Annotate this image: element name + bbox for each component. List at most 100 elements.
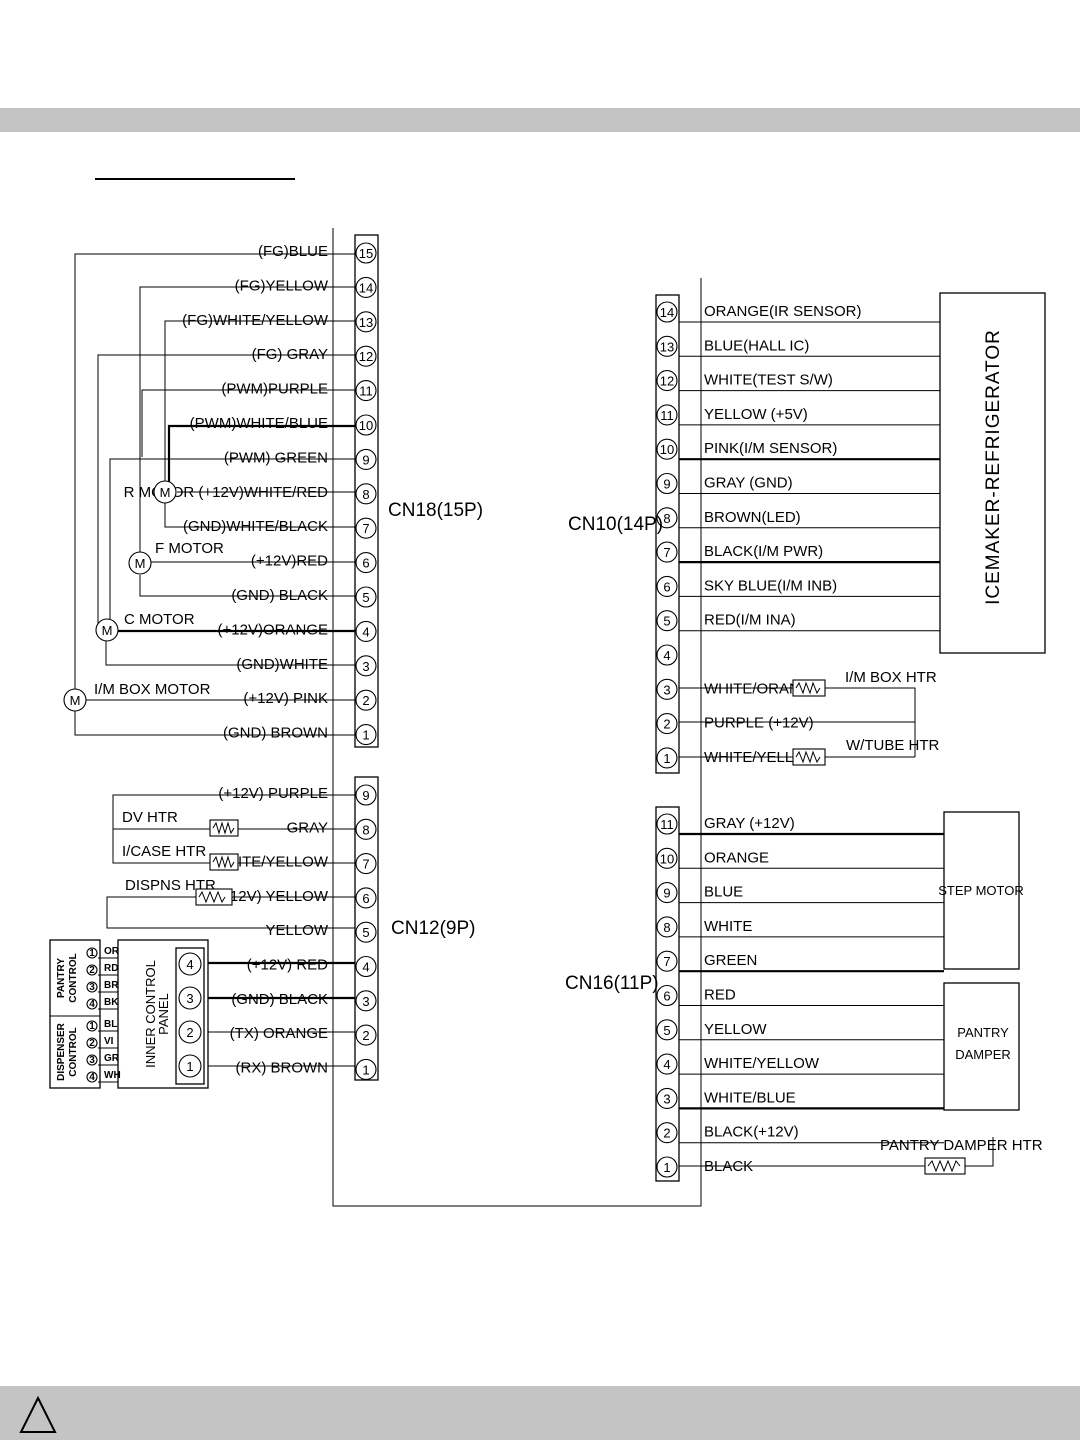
warning-triangle-icon [19,1395,57,1433]
cn18-pin-9 [355,448,377,470]
cn10-pin-8 [656,507,678,529]
cn10-wire-label: PURPLE (+12V) [704,715,814,732]
cn18-pin-15 [355,242,377,264]
cn18-pin-number: 6 [362,556,369,571]
icp-pin-3 [178,986,202,1010]
cn16-pin-1 [656,1156,678,1178]
cn16-pin-10 [656,847,678,869]
svg-text:4: 4 [186,957,193,972]
svg-text:2: 2 [89,1038,95,1049]
cn16-pin-number: 10 [660,851,674,866]
svg-text:CONTROL: CONTROL [68,953,79,1002]
cn10-wire-label: WHITE/ORANGE [704,680,822,697]
cn10-pin-number: 10 [660,442,674,457]
cn18-pin-number: 4 [362,624,369,639]
im-box-motor-icon [63,688,87,712]
cn18-pin-8 [355,483,377,505]
cn10-wire-label: ORANGE(IR SENSOR) [704,303,862,320]
cn16-loads: STEP MOTOR PANTRY DAMPER PANTRY DAMPER H… [679,811,1043,1175]
cn10-pin-number: 3 [663,682,670,697]
cn12-pin-7 [355,853,377,875]
cn10-wire-label: SKY BLUE(I/M INB) [704,577,837,594]
cn18-pin-13 [355,311,377,333]
cn18-wire-label: (PWM) GREEN [224,449,328,466]
pantry-damper-htr-label: PANTRY DAMPER HTR [880,1137,1043,1154]
svg-text:CONTROL: CONTROL [68,1027,79,1076]
cn18-pin-number: 12 [359,349,373,364]
cn16-wire-label: YELLOW [704,1021,767,1038]
cn18-label: CN18(15P) [388,500,483,521]
cn10-pin-number: 1 [663,751,670,766]
c-motor-label: C MOTOR [124,611,195,628]
cn18-pin-number: 1 [362,728,369,743]
cn10-wire-label: WHITE(TEST S/W) [704,372,833,389]
cn18-pin-10 [355,414,377,436]
cn12-pin-number: 8 [362,822,369,837]
icemaker-box [939,292,1046,654]
cn10-pin-number: 9 [663,477,670,492]
svg-text:3: 3 [186,991,193,1006]
cn10-pin-12 [656,370,678,392]
cn12-pin-number: 4 [362,960,369,975]
cn10-pin-4 [656,644,678,666]
cn12-pin-3 [355,990,377,1012]
cn16-pin-5 [656,1019,678,1041]
cn10-pin-3 [656,678,678,700]
cn16-pin-number: 2 [663,1126,670,1141]
cn16-pin-number: 8 [663,920,670,935]
icemaker-label: ICEMAKER-REFRIGERATOR [983,329,1004,605]
svg-text:OR: OR [104,946,120,957]
svg-text:4: 4 [89,999,95,1010]
cn12-wire-label: (+12V) YELLOW [216,888,329,905]
cn16-pin-number: 4 [663,1057,670,1072]
svg-text:BR: BR [104,980,119,991]
cn12-pin-number: 1 [362,1062,369,1077]
cn10-pin-number: 5 [663,614,670,629]
cn10-pin-number: 2 [663,717,670,732]
svg-text:M: M [160,485,171,500]
cn12-pin-5 [355,921,377,943]
svg-text:RD: RD [104,963,118,974]
svg-text:2: 2 [89,965,95,976]
icp-title-1: INNER CONTROL [143,960,158,1068]
cn16-pin-4 [656,1053,678,1075]
svg-text:DAMPER: DAMPER [955,1047,1011,1062]
dispns-htr-label: DISPNS HTR [125,877,216,894]
cn10-pin-11 [656,404,678,426]
cn10-pin-2 [656,713,678,735]
svg-text:3: 3 [89,1055,95,1066]
step-motor-box [943,811,1020,970]
cn18-pin-7 [355,517,377,539]
cn18-pin-number: 15 [359,246,373,261]
cn18-pin-1 [355,724,377,746]
cn12-wire-label: YELLOW [265,922,328,939]
cn16-pin-6 [656,984,678,1007]
icp-title-2: PANEL [156,993,171,1035]
cn12-pin-number: 3 [362,994,369,1009]
cn10-pin-number: 7 [663,545,670,560]
cn18-pin-number: 7 [362,521,369,536]
cn18-motor-wiring: M M M M F MOTOR C MOTOR I/M BOX MOTOR [63,253,355,736]
svg-text:BL: BL [104,1019,117,1030]
cn16-wire-label: WHITE [704,918,752,935]
cn16-pin-number: 1 [663,1160,670,1175]
panel-pin [86,981,98,993]
im-box-htr-label: I/M BOX HTR [845,669,937,686]
cn18-wire-label: (+12V)RED [251,553,328,570]
cn12-wire-label: (TX) ORANGE [230,1025,328,1042]
cn18-pin-number: 11 [359,384,373,399]
cn10-pin-5 [656,610,678,632]
panel-pin [86,1020,98,1032]
cn18-pin-14 [355,276,377,298]
cn12-wire-label: (+12V) PURPLE [218,785,328,802]
cn12-wire-label: (GND) BLACK [231,991,328,1008]
cn12-wire-label: GRAY [287,819,328,836]
icase-htr-label: I/CASE HTR [122,843,206,860]
cn18-wire-label: (FG)BLUE [258,243,328,260]
cn18-wire-label: (FG)YELLOW [235,277,329,294]
panel-pin [86,964,98,976]
cn12-pin-1 [355,1058,377,1080]
